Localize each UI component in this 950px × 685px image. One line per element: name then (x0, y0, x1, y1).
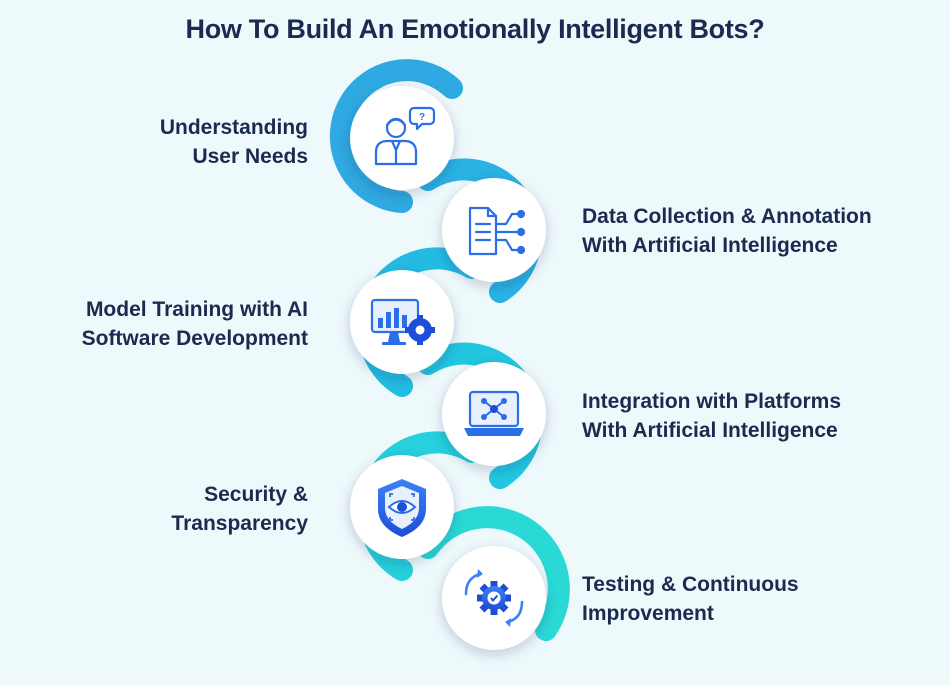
step-6-label: Testing & Continuous Improvement (582, 570, 799, 628)
document-network-icon (468, 206, 526, 256)
step-6-label-line1: Testing & Continuous (582, 573, 799, 596)
step-1-circle (350, 86, 454, 190)
ring-1 (329, 59, 463, 213)
step-4-label: Integration with Platforms With Artifici… (582, 387, 841, 445)
ring-6 (417, 506, 570, 641)
page-title: How To Build An Emotionally Intelligent … (185, 14, 765, 44)
step-6-label-line2: Improvement (582, 602, 714, 625)
step-1-label-line1: Understanding (159, 116, 308, 139)
step-5-label-line1: Security & (204, 483, 308, 506)
step-5-label-line2: Transparency (171, 512, 308, 535)
step-3-label-line1: Model Training with AI (85, 298, 308, 321)
step-2-label: Data Collection & Annotation With Artifi… (582, 202, 872, 260)
shield-eye-icon (378, 479, 426, 537)
user-question-icon: ? (374, 106, 436, 166)
step-1-label: Understanding User Needs (160, 113, 308, 171)
step-4-label-line2: With Artificial Intelligence (582, 419, 838, 442)
step-1-label-line2: User Needs (192, 145, 308, 168)
gear-cycle-icon (464, 569, 524, 627)
step-3-label: Model Training with AI Software Developm… (82, 295, 308, 353)
monitor-analytics-icon (370, 298, 435, 345)
step-2-label-line2: With Artificial Intelligence (582, 234, 838, 257)
step-2-label-line1: Data Collection & Annotation (582, 205, 872, 228)
step-2-circle (442, 178, 546, 282)
svg-text:?: ? (419, 112, 425, 123)
step-4-label-line1: Integration with Platforms (582, 390, 842, 413)
laptop-network-icon (464, 390, 524, 436)
step-3-label-line2: Software Development (81, 327, 308, 350)
step-5-label: Security & Transparency (171, 480, 308, 538)
